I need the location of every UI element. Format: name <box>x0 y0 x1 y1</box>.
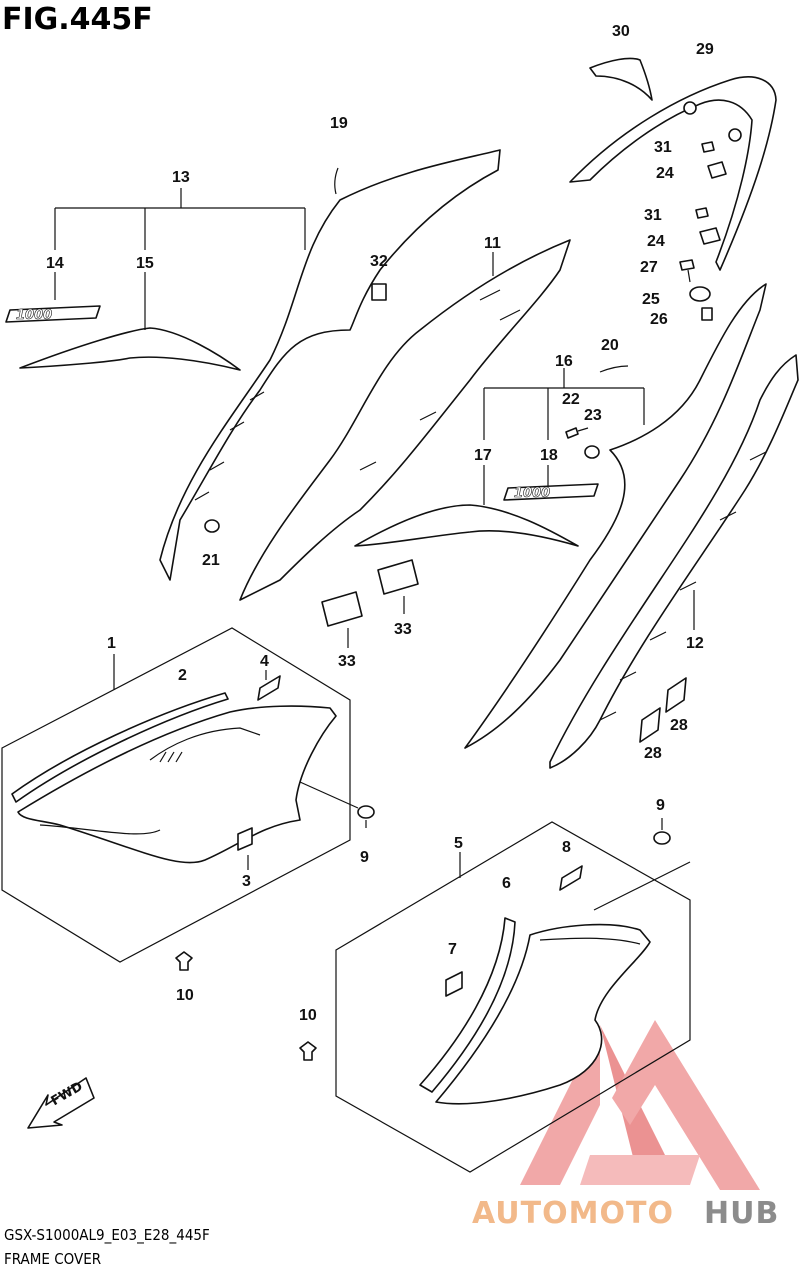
part-1-frame-cover-left <box>17 705 337 864</box>
callout-26: 26 <box>650 311 668 328</box>
part-24-nut-a <box>707 161 727 179</box>
part-15-trim <box>19 327 241 371</box>
callout-9-a: 9 <box>360 849 369 866</box>
callout-32: 32 <box>370 253 388 270</box>
part-31-screw-a <box>701 141 715 153</box>
part-23-nut <box>584 445 600 459</box>
box-frame-cover-right <box>335 821 691 1173</box>
emblem-center-text: 1000 <box>514 486 550 501</box>
callout-24-b: 24 <box>647 233 665 250</box>
callout-15: 15 <box>136 255 154 272</box>
part-6-trim-strip-right <box>419 917 516 1093</box>
callout-17: 17 <box>474 447 492 464</box>
part-rear-cover-right <box>464 283 767 749</box>
callout-33-b: 33 <box>394 621 412 638</box>
callout-5: 5 <box>454 835 463 852</box>
section-name: FRAME COVER <box>4 1250 102 1268</box>
part-rear-cover-left <box>159 149 501 581</box>
callout-31-a: 31 <box>654 139 672 156</box>
fwd-arrow-icon: FWD <box>27 1077 95 1129</box>
callout-24-a: 24 <box>656 165 674 182</box>
callout-8: 8 <box>562 839 571 856</box>
part-11-inner-panel <box>239 239 571 601</box>
watermark-text-hub: HUB <box>704 1196 780 1231</box>
bracket-16 <box>483 368 645 505</box>
callout-30: 30 <box>612 23 630 40</box>
callout-18: 18 <box>540 447 558 464</box>
part-31-screw-b <box>695 207 709 219</box>
part-7-label-right <box>445 971 463 997</box>
part-19-clip <box>334 167 339 195</box>
part-2-trim-strip <box>11 692 229 803</box>
part-32-nut <box>371 283 387 301</box>
part-26-collar <box>701 307 713 321</box>
callout-2: 2 <box>178 667 187 684</box>
emblem-left-text: 1000 <box>16 308 52 323</box>
callout-16: 16 <box>555 353 573 370</box>
part-8-pad-right <box>559 865 583 891</box>
part-21-grommet <box>204 519 220 533</box>
callout-20: 20 <box>601 337 619 354</box>
callout-9-b: 9 <box>656 797 665 814</box>
part-28-pad-a <box>665 677 687 713</box>
box-frame-cover-left <box>1 627 351 963</box>
part-10-bolt-right <box>299 1041 317 1061</box>
part-9-grommet-upper <box>299 781 375 828</box>
part-27-screw <box>679 259 695 283</box>
part-18-emblem: 1000 <box>503 483 599 501</box>
part-12-side-cover-right <box>549 354 799 769</box>
part-5-frame-cover-right <box>435 923 651 1105</box>
callout-14: 14 <box>46 255 64 272</box>
part-10-bolt-left <box>175 951 193 971</box>
callout-33-a: 33 <box>338 653 356 670</box>
part-29-tail-cover <box>569 76 777 271</box>
part-14-emblem: 1000 <box>5 305 101 323</box>
callout-29: 29 <box>696 41 714 58</box>
callout-25: 25 <box>642 291 660 308</box>
callout-23: 23 <box>584 407 602 424</box>
callout-labels: 1 2 3 4 5 6 7 8 9 9 10 10 11 12 13 14 15… <box>46 23 714 1024</box>
figure-title: FIG.445F <box>2 2 153 37</box>
callout-1: 1 <box>107 635 116 652</box>
part-25-grommet <box>689 286 711 302</box>
model-code: GSX-S1000AL9_E03_E28_445F <box>4 1226 210 1244</box>
callout-28-b: 28 <box>644 745 662 762</box>
callout-6: 6 <box>502 875 511 892</box>
part-28-pad-b <box>639 707 661 743</box>
part-4-pad <box>257 670 281 701</box>
callout-28-a: 28 <box>670 717 688 734</box>
bracket-13 <box>54 188 306 330</box>
part-33-block-b <box>377 559 419 614</box>
callout-19: 19 <box>330 115 348 132</box>
part-17-trim <box>354 504 579 547</box>
callout-7: 7 <box>448 941 457 958</box>
callout-31-b: 31 <box>644 207 662 224</box>
callout-12: 12 <box>686 635 704 652</box>
callout-4: 4 <box>260 653 269 670</box>
watermark-text-automoto: AUTOMOTO <box>472 1196 674 1231</box>
callout-11: 11 <box>484 235 501 252</box>
callout-10-a: 10 <box>176 987 194 1004</box>
callout-22: 22 <box>562 391 580 408</box>
part-30-cover-piece <box>589 57 653 101</box>
part-33-block-a <box>321 591 363 648</box>
callout-13: 13 <box>172 169 190 186</box>
part-20-clip <box>599 365 629 373</box>
part-24-nut-b <box>699 227 721 245</box>
callout-27: 27 <box>640 259 658 276</box>
callout-3: 3 <box>242 873 251 890</box>
callout-21: 21 <box>202 552 220 569</box>
callout-10-b: 10 <box>299 1007 317 1024</box>
part-3-label <box>237 827 253 870</box>
part-9-grommet-lower <box>653 818 671 845</box>
part-22-screw <box>565 427 589 439</box>
